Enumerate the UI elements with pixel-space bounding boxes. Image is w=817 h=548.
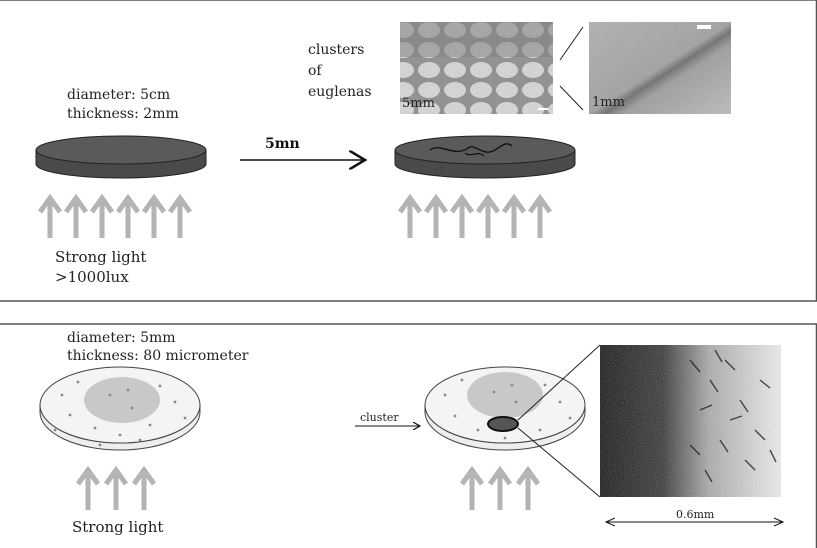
left-small-dish [39,366,201,451]
cluster-label: cluster [360,411,399,424]
scale-label-0-6mm: 0.6mm [676,508,715,521]
euglena-cluster-squiggle [429,143,513,153]
bottom-panel: diameter: 5mm thickness: 80 micrometer c… [0,323,817,548]
scale-label-1mm: 1mm [592,95,625,110]
clusters-label-line3: euglenas [308,84,372,100]
right-small-dish [424,366,586,451]
micrograph-1mm [589,22,731,114]
bottom-left-light-arrows [75,465,157,510]
right-petri-dish [394,135,576,179]
bottom-dish-diameter-label: diameter: 5mm [67,330,176,346]
bottom-zoom-lines [517,344,601,498]
scale-label-5mm: 5mm [402,96,435,111]
top-light-label-line2: >1000lux [55,268,129,286]
top-light-label-line1: Strong light [55,248,146,266]
top-dish-diameter-label: diameter: 5cm [67,87,170,103]
left-petri-dish [35,135,207,179]
bottom-light-label: Strong light [72,518,163,536]
cluster-spot [487,416,519,432]
micrograph-0-6mm [600,345,781,497]
bottom-dish-thickness-label: thickness: 80 micrometer [67,348,249,364]
top-dish-thickness-label: thickness: 2mm [67,106,179,122]
zoom-lines [559,26,584,111]
clusters-label-line1: clusters [308,42,364,58]
top-right-light-arrows [397,193,553,238]
micrograph-5mm [400,22,553,114]
process-time-label: 5mn [265,136,300,152]
top-panel: 5mm 1mm clusters of euglenas diameter: 5… [0,0,817,302]
bottom-right-light-arrows [459,465,541,510]
clusters-label-line2: of [308,63,323,79]
top-left-light-arrows [37,193,193,238]
